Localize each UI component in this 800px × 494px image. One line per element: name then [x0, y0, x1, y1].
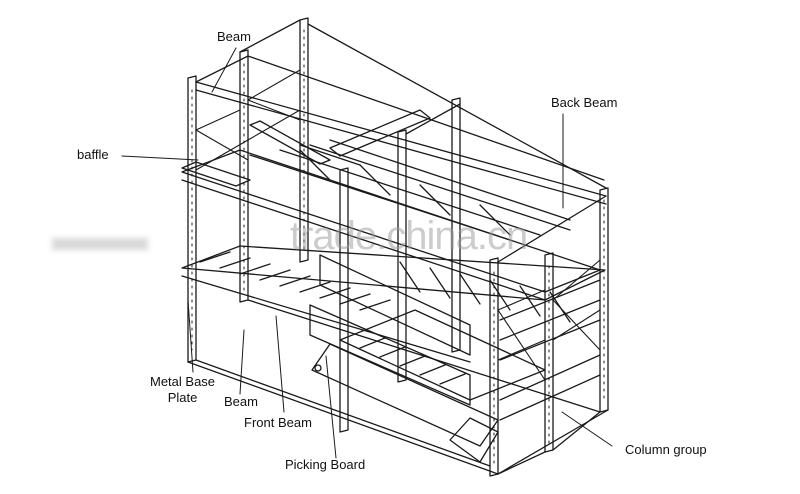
picking-board-shape — [311, 343, 499, 463]
top-beams — [195, 19, 607, 263]
blurred-label — [52, 238, 148, 250]
middle-roller-level — [181, 245, 606, 363]
label-column-group: Column group — [625, 442, 707, 457]
label-back-beam: Back Beam — [551, 95, 618, 110]
baffle-panels — [181, 109, 471, 406]
lower-roller-level — [339, 309, 601, 421]
side-bracing — [195, 69, 601, 381]
leader-lines — [121, 47, 613, 459]
label-picking-board: Picking Board — [285, 457, 366, 472]
label-metal-base-plate: Metal Base Plate — [150, 374, 216, 405]
label-beam-bottom: Beam — [224, 394, 258, 409]
label-front-beam: Front Beam — [244, 415, 312, 430]
watermark: trade.china.cn — [290, 214, 528, 258]
base-frame — [187, 299, 609, 475]
label-baffle: baffle — [77, 147, 109, 162]
label-beam-top: Beam — [217, 29, 251, 44]
